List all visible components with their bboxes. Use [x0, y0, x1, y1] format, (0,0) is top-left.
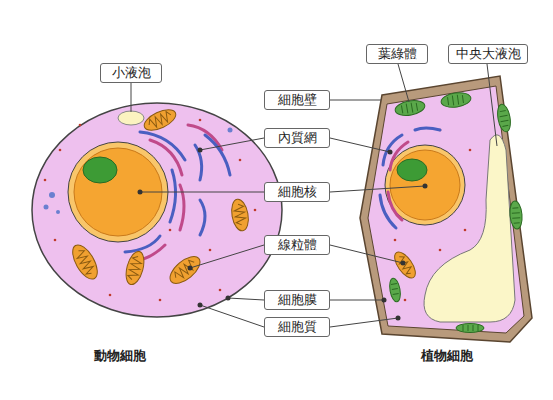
label-box: 細胞質	[264, 317, 330, 337]
cell-title: 動物細胞	[70, 347, 170, 365]
label-box: 小液泡	[100, 63, 162, 83]
part-name: 細胞壁	[278, 92, 317, 109]
leader-dots	[138, 148, 428, 321]
nucleolus	[397, 159, 427, 181]
label-box: 線粒體	[264, 235, 330, 255]
part-name: 線粒體	[278, 237, 317, 254]
cell-wall	[360, 76, 532, 342]
mitochondria	[68, 106, 251, 289]
nucleolus	[83, 157, 117, 183]
leader-lines	[131, 64, 497, 327]
part-name: 細胞質	[278, 319, 317, 336]
label-box: 細胞壁	[264, 90, 330, 110]
endoplasmic-reticulum	[125, 125, 230, 262]
nucleus	[390, 150, 460, 220]
animal-cell	[32, 103, 282, 317]
label-box: 中央大液泡	[448, 44, 528, 64]
part-name: 細胞膜	[278, 292, 317, 309]
part-name: 細胞核	[278, 184, 317, 201]
mitochondrion	[391, 249, 420, 282]
animal-membrane	[32, 103, 282, 317]
label-box: 細胞膜	[264, 290, 330, 310]
plant-membrane	[368, 86, 524, 333]
label-box: 葉綠體	[366, 44, 428, 64]
nuclear-envelope	[385, 145, 465, 225]
ribosomes	[44, 119, 257, 302]
label-box: 細胞核	[264, 182, 330, 202]
part-name: 內質網	[278, 130, 317, 147]
plant-cell	[360, 76, 532, 342]
part-name: 小液泡	[112, 65, 151, 82]
label-box: 內質網	[264, 128, 330, 148]
part-name: 葉綠體	[378, 46, 417, 63]
cell-title: 植物細胞	[397, 347, 497, 365]
chloroplasts	[388, 91, 523, 333]
endoplasmic-reticulum	[380, 128, 440, 228]
small-vacuole	[118, 111, 144, 125]
part-name: 中央大液泡	[456, 46, 521, 63]
